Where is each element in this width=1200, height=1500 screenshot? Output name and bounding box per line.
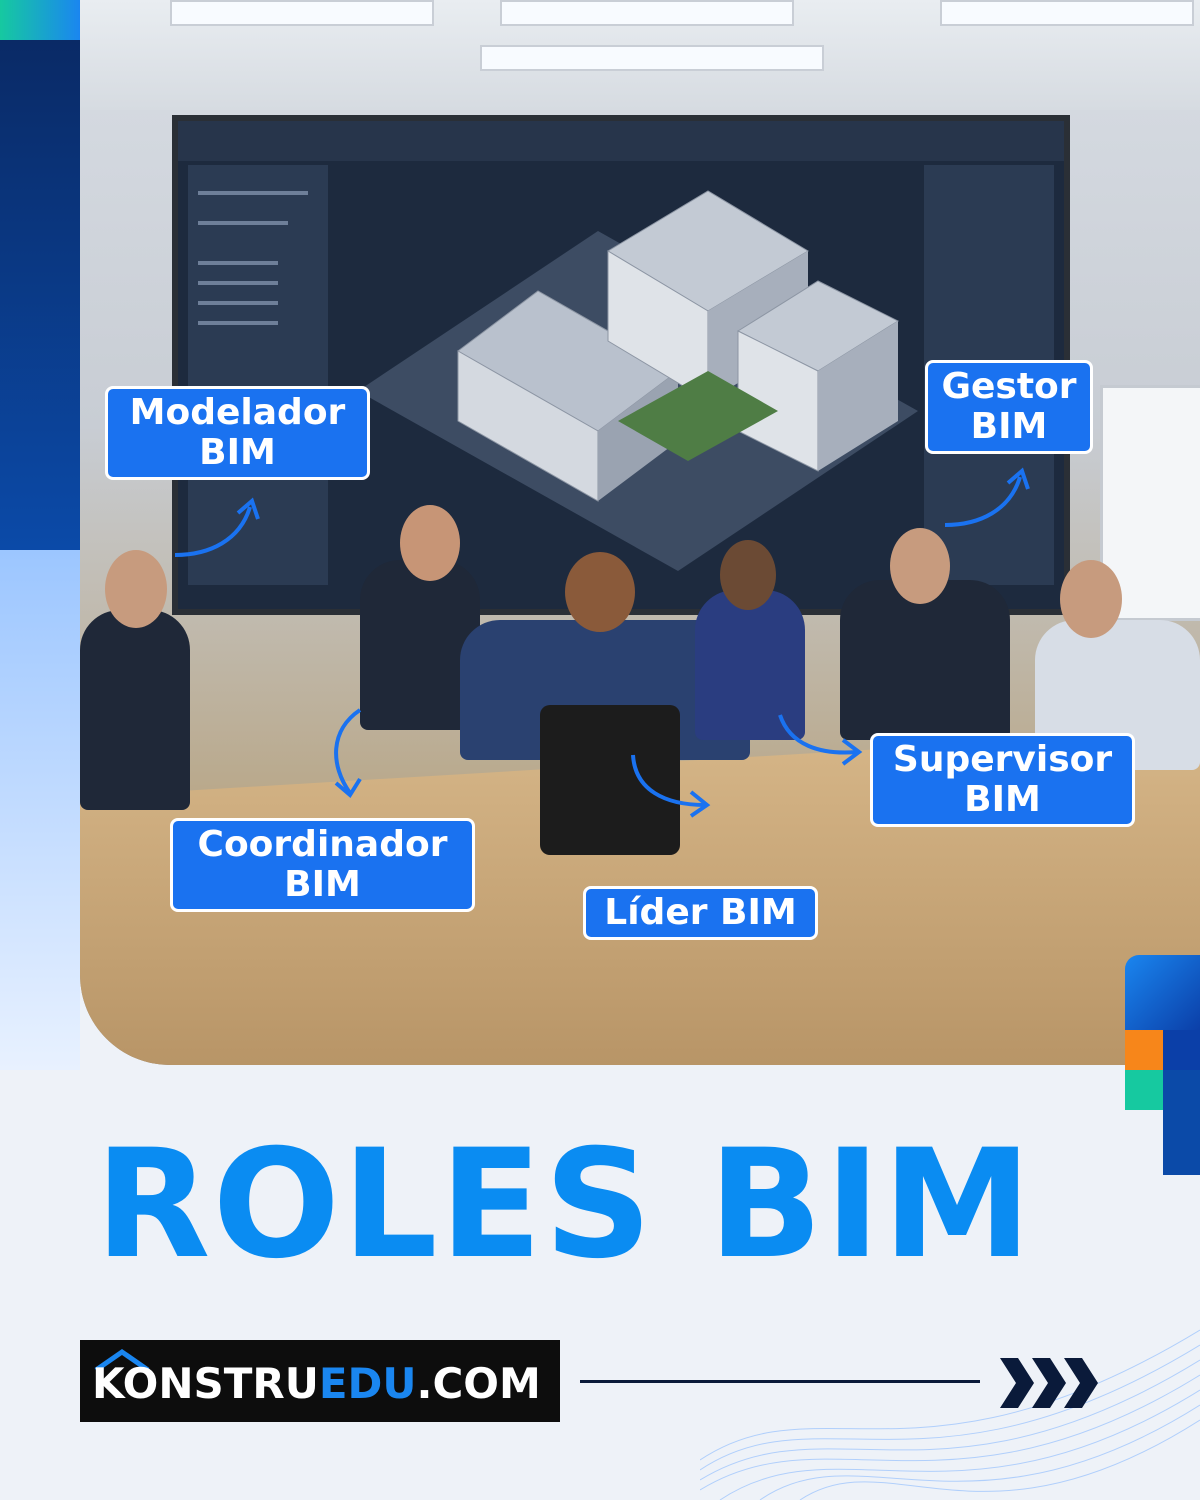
arrow-coordinador-icon [334, 708, 362, 799]
tag-modelador-line2: BIM [199, 432, 276, 473]
page-title: ROLES BIM [95, 1118, 1034, 1292]
meeting-photo [80, 0, 1200, 1065]
left-accent-strip [0, 40, 80, 550]
tag-gestor-bim: Gestor BIM [925, 360, 1093, 454]
chevrons-right-icon [1000, 1358, 1098, 1408]
tag-gestor-line1: Gestor [941, 366, 1077, 407]
tag-coordinador-line1: Coordinador [197, 824, 448, 865]
house-roof-icon [94, 1348, 150, 1372]
tag-supervisor-bim: Supervisor BIM [870, 733, 1135, 827]
tag-gestor-line2: BIM [970, 406, 1048, 447]
arrow-supervisor-icon [778, 714, 863, 766]
arrow-modelador-icon [174, 497, 260, 557]
brand-part2: EDU [318, 1359, 417, 1408]
tag-modelador-line1: Modelador [129, 392, 346, 433]
brand-part1: KONSTRU [92, 1359, 319, 1408]
tag-supervisor-line1: Supervisor [892, 739, 1113, 780]
building-model-icon [358, 190, 918, 571]
brand-part3: .COM [416, 1359, 541, 1408]
arrow-lider-icon [631, 754, 711, 818]
arrow-gestor-icon [944, 467, 1030, 527]
brand-logo: KONSTRUEDU.COM [80, 1340, 560, 1422]
tag-modelador-bim: Modelador BIM [105, 386, 370, 480]
brand-name: KONSTRUEDU.COM [92, 1360, 541, 1408]
divider-line [580, 1380, 980, 1383]
right-accent-blocks [1125, 955, 1200, 1175]
ceiling [80, 0, 1200, 110]
tag-coordinador-line2: BIM [284, 864, 361, 905]
tag-lider-bim: Líder BIM [583, 886, 818, 940]
tag-lider-line1: Líder BIM [604, 892, 797, 933]
tag-coordinador-bim: Coordinador BIM [170, 818, 475, 912]
tag-supervisor-line2: BIM [964, 779, 1041, 820]
left-accent-strip-light [0, 550, 80, 1070]
